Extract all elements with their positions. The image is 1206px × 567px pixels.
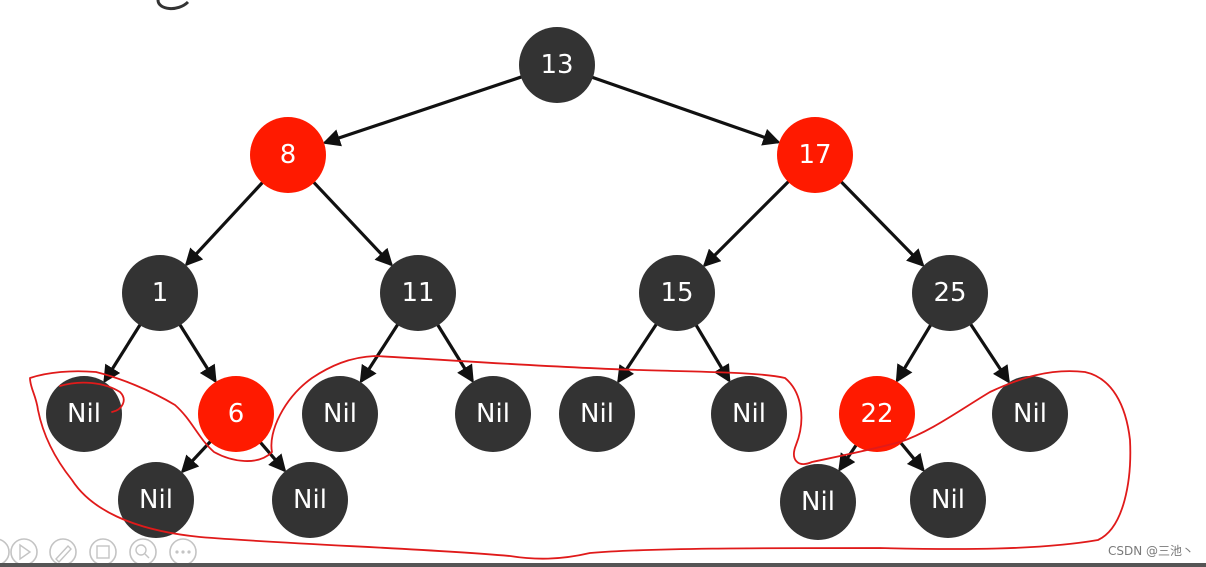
annotation-loop-main	[29, 355, 1132, 560]
edge-n11-nil11a	[359, 322, 400, 384]
tree-node-nil15b: Nil	[711, 376, 787, 452]
more-icon	[175, 550, 191, 554]
node-circle	[910, 462, 986, 538]
node-circle	[250, 117, 326, 193]
node-circle	[639, 255, 715, 331]
play-icon	[19, 543, 32, 561]
node-label: 1	[152, 278, 169, 308]
node-label: 22	[860, 399, 893, 429]
node-label: Nil	[67, 399, 101, 429]
zoom-button[interactable]	[129, 538, 157, 566]
edge-n22-nil22a	[838, 443, 859, 472]
annotation-layer	[29, 355, 1132, 560]
edge-n8-n11	[311, 180, 394, 267]
tree-node-nil1a: Nil	[46, 376, 122, 452]
edge-n17-n15	[702, 179, 791, 268]
tree-node-nil22b: Nil	[910, 462, 986, 538]
node-circle	[777, 117, 853, 193]
tree-node-nil6a: Nil	[118, 462, 194, 538]
node-circle	[992, 376, 1068, 452]
edge-n17-n25	[839, 179, 925, 268]
node-label: 17	[798, 140, 831, 170]
prev-button[interactable]	[0, 538, 10, 566]
tree-node-nil15a: Nil	[559, 376, 635, 452]
edge-n22-nil22b	[898, 440, 925, 472]
edge-n15-nil15a	[617, 322, 659, 384]
node-label: 8	[280, 140, 297, 170]
node-circle	[839, 376, 915, 452]
edge-n1-nil1a	[103, 322, 143, 384]
edge-n25-n22	[895, 322, 933, 383]
edges-layer	[103, 74, 1010, 474]
tree-node-nil11b: Nil	[455, 376, 531, 452]
node-circle	[118, 462, 194, 538]
node-label: 15	[660, 278, 693, 308]
node-label: Nil	[931, 485, 965, 515]
node-circle	[912, 255, 988, 331]
tree-node-n11: 11	[380, 255, 456, 331]
node-label: Nil	[293, 485, 327, 515]
edge-n6-nil6b	[258, 440, 287, 473]
watermark: CSDN @三池丶	[1107, 544, 1194, 558]
play-button[interactable]	[10, 538, 38, 566]
presentation-toolbar	[0, 538, 197, 566]
tree-node-n17: 17	[777, 117, 853, 193]
node-circle	[380, 255, 456, 331]
node-label: 11	[401, 278, 434, 308]
node-label: Nil	[580, 399, 614, 429]
node-circle	[455, 376, 531, 452]
layout-icon	[96, 545, 110, 559]
node-label: Nil	[476, 399, 510, 429]
tree-node-n15: 15	[639, 255, 715, 331]
node-label: Nil	[139, 485, 173, 515]
node-circle	[302, 376, 378, 452]
node-label: 25	[933, 278, 966, 308]
tree-node-nil11a: Nil	[302, 376, 378, 452]
node-label: 13	[540, 50, 573, 80]
bottom-bar	[0, 563, 1206, 567]
tree-node-nil25b: Nil	[992, 376, 1068, 452]
pen-button[interactable]	[49, 538, 77, 566]
tree-node-n8: 8	[250, 117, 326, 193]
node-circle	[780, 464, 856, 540]
edge-n15-nil15b	[694, 323, 731, 383]
edge-n8-n1	[184, 180, 265, 267]
tree-node-n13: 13	[519, 27, 595, 103]
node-circle	[272, 462, 348, 538]
tree-node-nil22a: Nil	[780, 464, 856, 540]
tree-node-n1: 1	[122, 255, 198, 331]
tree-node-n25: 25	[912, 255, 988, 331]
edge-n13-n17	[590, 75, 781, 146]
layout-button[interactable]	[89, 538, 117, 566]
node-circle	[198, 376, 274, 452]
edge-n11-nil11b	[435, 322, 474, 384]
node-label: Nil	[732, 399, 766, 429]
zoom-icon	[135, 544, 150, 559]
edge-n25-nil25b	[968, 322, 1010, 384]
more-button[interactable]	[169, 538, 197, 566]
edge-n1-n6	[177, 322, 217, 384]
tree-node-n6: 6	[198, 376, 274, 452]
node-label: Nil	[801, 487, 835, 517]
node-circle	[559, 376, 635, 452]
tree-node-nil6b: Nil	[272, 462, 348, 538]
node-circle	[46, 376, 122, 452]
node-circle	[519, 27, 595, 103]
pen-icon	[55, 544, 72, 564]
tree-node-n22: 22	[839, 376, 915, 452]
node-label: Nil	[1013, 399, 1047, 429]
node-label: 6	[228, 399, 245, 429]
cropped-heading-fragment	[156, 0, 190, 10]
node-circle	[122, 255, 198, 331]
node-circle	[711, 376, 787, 452]
edge-n13-n8	[322, 74, 524, 147]
node-label: Nil	[323, 399, 357, 429]
annotation-loop-inner	[59, 381, 125, 413]
